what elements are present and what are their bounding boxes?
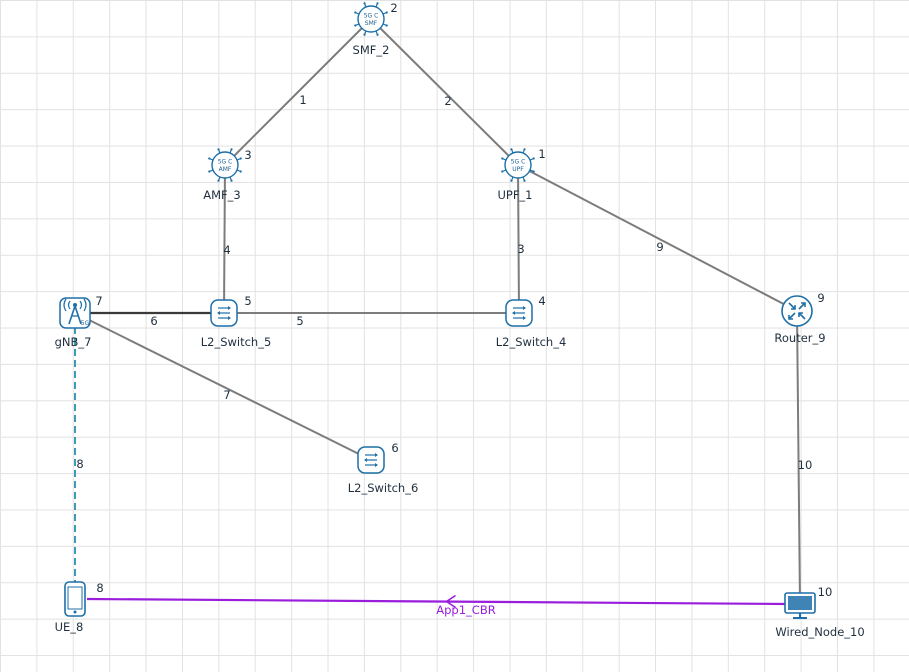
node-label: L2_Switch_5 <box>201 335 272 349</box>
node-label: Wired_Node_10 <box>775 625 864 639</box>
svg-text:5G: 5G <box>81 320 90 327</box>
node-gnb-7[interactable]: 5G gNB_7 7 <box>55 294 103 349</box>
node-wired-node-10[interactable]: Wired_Node_10 10 <box>775 585 864 639</box>
wired-link-line[interactable] <box>223 164 226 314</box>
wired-link-line[interactable] <box>796 310 801 605</box>
link-2[interactable]: 2 <box>370 18 519 166</box>
node-id-number: 5 <box>244 294 251 308</box>
node-id-number: 4 <box>538 294 545 308</box>
node-label: AMF_3 <box>203 188 240 202</box>
link-7[interactable]: 7 <box>74 312 372 461</box>
node-id-number: 7 <box>95 294 102 308</box>
link-label: 10 <box>798 458 813 472</box>
svg-text:AMF: AMF <box>219 166 232 173</box>
node-l2-switch-4[interactable]: L2_Switch_4 4 <box>496 294 567 349</box>
node-ue-8[interactable]: UE_8 8 <box>55 581 104 634</box>
svg-text:SMF: SMF <box>365 20 378 27</box>
svg-text:5G C: 5G C <box>218 159 233 166</box>
wired-link-line[interactable] <box>74 312 372 461</box>
svg-text:UPF: UPF <box>512 166 524 173</box>
link-label: 5 <box>296 314 303 328</box>
wired-link-line[interactable] <box>517 164 798 312</box>
applications-layer: App1_CBR <box>86 594 787 618</box>
application-flow-line[interactable] <box>86 597 787 606</box>
node-id-number: 3 <box>244 148 251 162</box>
link-1[interactable]: 1 <box>224 18 372 166</box>
mobile-phone-icon <box>64 581 86 617</box>
router-icon <box>781 295 813 327</box>
link-label: 2 <box>444 94 451 108</box>
node-id-number: 6 <box>391 441 398 455</box>
link-label: 4 <box>223 243 230 257</box>
application-label: App1_CBR <box>436 603 495 617</box>
node-label: gNB_7 <box>55 335 92 349</box>
node-id-number: 9 <box>817 291 824 305</box>
node-router-9[interactable]: Router_9 9 <box>774 291 825 345</box>
node-id-number: 8 <box>96 581 103 595</box>
links-layer: 1 2 3 4 5 6 7 8 9 10 <box>74 18 813 605</box>
node-id-number: 2 <box>390 1 397 15</box>
switch-icon <box>357 446 385 474</box>
node-id-number: 1 <box>538 147 545 161</box>
switch-icon <box>210 299 238 327</box>
link-8[interactable]: 8 <box>74 327 84 583</box>
wired-link-line[interactable] <box>517 164 520 314</box>
link-label: 6 <box>150 314 157 328</box>
gnb-tower-icon: 5G <box>59 297 91 329</box>
node-l2-switch-5[interactable]: L2_Switch_5 5 <box>201 294 272 349</box>
link-label: 3 <box>517 242 524 256</box>
link-3[interactable]: 3 <box>517 164 525 314</box>
link-label: 1 <box>299 93 306 107</box>
switch-icon <box>505 299 533 327</box>
link-4[interactable]: 4 <box>223 164 231 314</box>
flow-direction-arrow-icon <box>445 594 456 609</box>
link-label: 8 <box>76 457 83 471</box>
link-5[interactable]: 5 <box>224 312 519 328</box>
node-label: UE_8 <box>55 620 84 634</box>
node-label: Router_9 <box>774 331 825 345</box>
link-9[interactable]: 9 <box>517 164 798 312</box>
link-10[interactable]: 10 <box>796 310 813 605</box>
svg-text:5G C: 5G C <box>511 159 526 166</box>
node-label: L2_Switch_6 <box>348 481 419 495</box>
node-label: L2_Switch_4 <box>496 335 567 349</box>
desktop-computer-icon <box>784 592 816 619</box>
wired-link-line[interactable] <box>224 18 372 166</box>
link-6[interactable]: 6 <box>75 311 224 328</box>
wired-link-line[interactable] <box>370 18 519 166</box>
link-label: 7 <box>223 388 230 402</box>
node-l2-switch-6[interactable]: L2_Switch_6 6 <box>348 441 419 495</box>
node-label: UPF_1 <box>497 188 532 202</box>
application-app1[interactable]: App1_CBR <box>86 594 787 618</box>
node-label: SMF_2 <box>353 43 390 57</box>
svg-text:5G C: 5G C <box>364 13 379 20</box>
link-label: 9 <box>656 240 663 254</box>
node-id-number: 10 <box>818 585 833 599</box>
